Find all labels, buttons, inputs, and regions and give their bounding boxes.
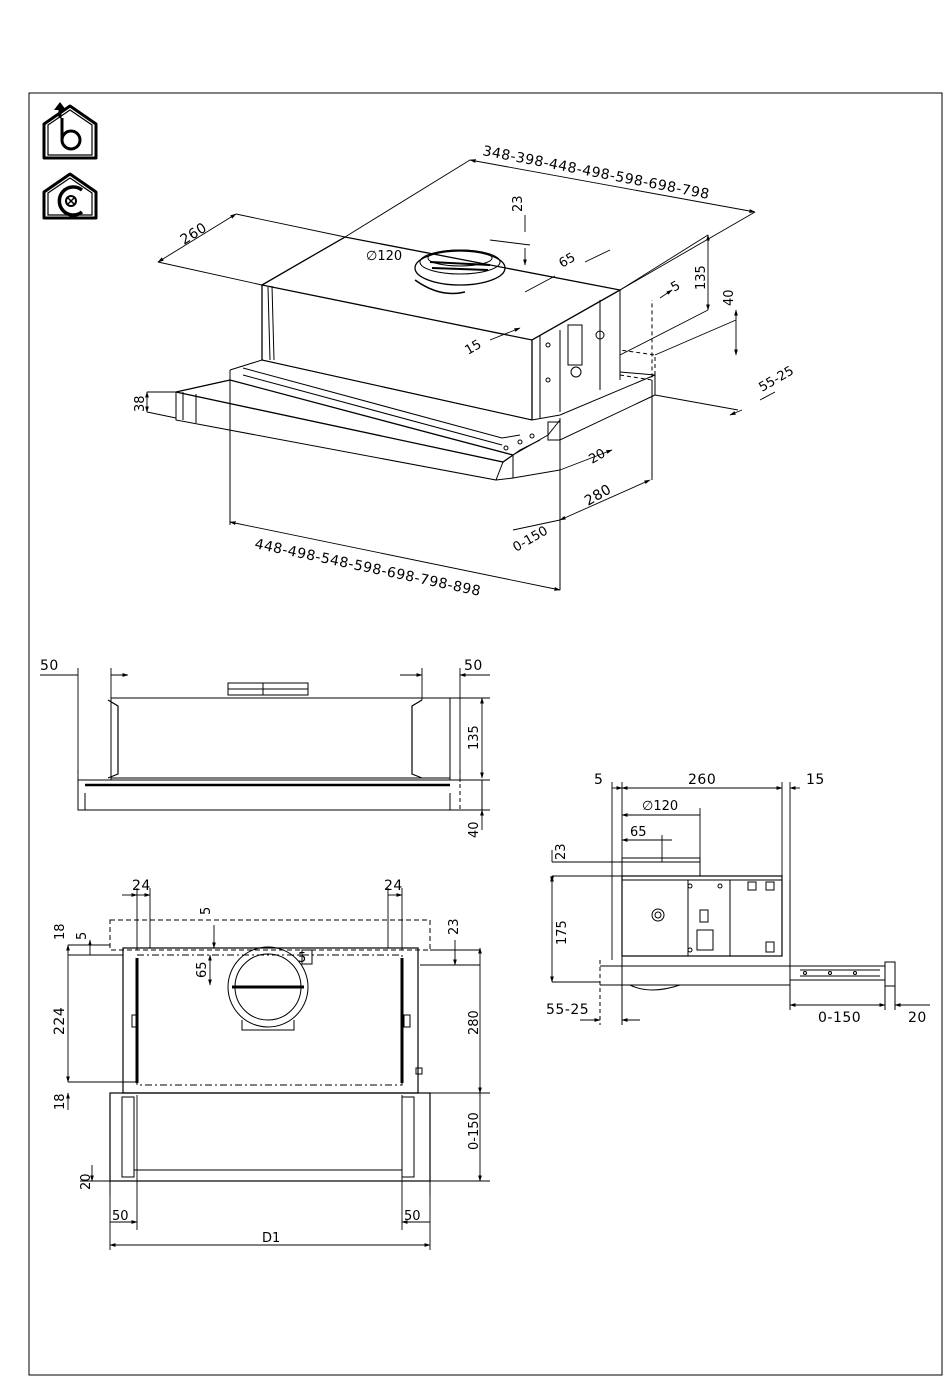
- iso-front-trim-height-label: 38: [133, 395, 148, 412]
- plan-bottom-offset-label: 18: [53, 1093, 68, 1110]
- plan-top-offset-b-label: 5: [75, 932, 90, 940]
- plan-top-offset-a-label: 18: [53, 923, 68, 940]
- plan-bracket-spacing-label: 224: [52, 1007, 68, 1035]
- iso-drawer-depth-label: 280: [582, 481, 614, 509]
- plan-dimensions: [68, 888, 490, 1250]
- iso-panel-height-label: 40: [722, 289, 737, 306]
- plan-collar-edge-label: 5: [199, 907, 214, 915]
- plan-left-margin-label: 50: [112, 1209, 129, 1224]
- iso-drawer-travel-label: 0-150: [511, 524, 551, 556]
- plan-right-bracket-label: 24: [384, 878, 403, 894]
- plan-collar-marker-label: 5: [298, 951, 306, 966]
- plan-collar-offset-label: 65: [195, 961, 210, 978]
- side-depth-label: 260: [688, 772, 716, 788]
- side-rear-gap-label: 5: [594, 772, 603, 788]
- front-body-height-label: 135: [467, 725, 482, 750]
- side-collar-diameter-label: ∅120: [642, 799, 678, 814]
- side-front-gap-label: 15: [806, 772, 825, 788]
- plan-depth-label: 280: [467, 1010, 482, 1035]
- plan-rear-clearance-label: 23: [447, 918, 462, 935]
- plan-overall-width-label: D1: [262, 1231, 280, 1246]
- recirculation-house-icon: c: [44, 174, 96, 218]
- side-drawer-travel-label: 0-150: [818, 1010, 861, 1026]
- iso-collar-height-label: 23: [511, 195, 526, 212]
- side-body-height-label: 175: [555, 920, 570, 945]
- front-dimensions: [40, 668, 490, 830]
- ducted-exhaust-house-icon: b: [44, 102, 96, 158]
- iso-body-height-label: 135: [694, 265, 709, 290]
- side-dimensions: [552, 782, 930, 1020]
- iso-depth-label: 260: [178, 220, 210, 249]
- iso-side-offset-label: 15: [463, 337, 485, 358]
- plan-view: [110, 920, 430, 1195]
- side-front-overhang-label: 20: [908, 1010, 927, 1026]
- front-right-margin-label: 50: [464, 658, 483, 674]
- side-view: [552, 858, 895, 1025]
- side-collar-offset-label: 65: [630, 825, 647, 840]
- front-panel-height-label: 40: [467, 821, 482, 838]
- iso-front-overhang-label: 20: [587, 446, 609, 467]
- drawing-frame: [29, 93, 942, 1375]
- iso-spacing-label: 55-25: [757, 364, 797, 396]
- plan-right-margin-label: 50: [404, 1209, 421, 1224]
- front-view: [78, 683, 482, 810]
- iso-front-width-series-label: 448-498-548-598-698-798-898: [253, 536, 482, 600]
- iso-width-series-label: 348-398-448-498-598-698-798: [481, 143, 711, 203]
- iso-collar-offset-label: 65: [557, 250, 579, 271]
- side-spacing-label: 55-25: [546, 1002, 589, 1018]
- plan-trim-height-label: 20: [79, 1173, 94, 1190]
- isometric-view: [176, 237, 655, 590]
- isometric-dimensions: [147, 160, 775, 590]
- plan-drawer-travel-label: 0-150: [467, 1112, 482, 1150]
- svg-text:b: b: [66, 144, 67, 146]
- side-collar-height-label: 23: [554, 843, 569, 860]
- iso-rear-gap-label: 5: [669, 278, 684, 295]
- plan-left-bracket-label: 24: [132, 878, 151, 894]
- front-left-margin-label: 50: [40, 658, 59, 674]
- iso-collar-diameter-label: ∅120: [366, 249, 402, 264]
